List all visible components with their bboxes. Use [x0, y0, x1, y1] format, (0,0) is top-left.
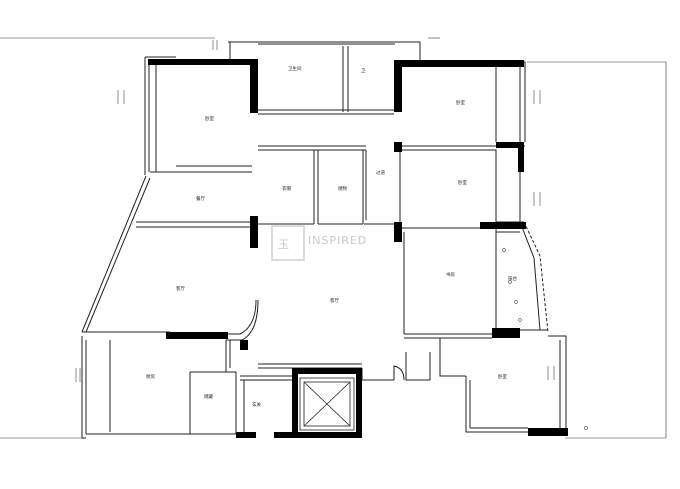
room-label-room-bottom-right: 卧室 [498, 373, 507, 380]
room-label-kitchen: 厨房 [146, 373, 155, 380]
watermark: 玉 INSPIRED [271, 225, 367, 261]
room-label-balcony-right: 阳台 [508, 275, 517, 282]
room-label-entry: 玄关 [252, 401, 261, 408]
room-label-closet-1: 衣帽 [282, 185, 291, 192]
room-label-hall: 客厅 [330, 297, 339, 304]
structural-walls [148, 59, 568, 438]
room-label-bath-top-2: 卫 [361, 68, 366, 74]
room-label-bedroom-top-right: 卧室 [456, 99, 465, 106]
room-labels: 卧室 卫生间 卫 卧室 卧室 过道 餐厅 衣帽 储物 客厅 客厅 书房 阳台 厨… [146, 65, 517, 408]
tick-marks [75, 40, 555, 382]
room-label-closet-2: 储物 [338, 185, 347, 192]
markers [502, 248, 588, 430]
room-label-room-right: 书房 [446, 271, 455, 278]
watermark-mark: 玉 [278, 238, 290, 251]
elevator-shaft [299, 377, 355, 431]
watermark-text: INSPIRED [308, 234, 367, 247]
room-label-pantry: 储藏 [204, 393, 213, 400]
room-label-bath-top-1: 卫生间 [288, 65, 302, 72]
room-label-dining: 餐厅 [196, 195, 205, 202]
room-label-corridor: 过道 [376, 169, 385, 176]
room-label-bedroom-mid-right: 卧室 [458, 179, 467, 186]
frame-lines [0, 37, 667, 439]
room-label-living: 客厅 [176, 285, 185, 292]
room-label-bedroom-top-left: 卧室 [205, 115, 214, 122]
